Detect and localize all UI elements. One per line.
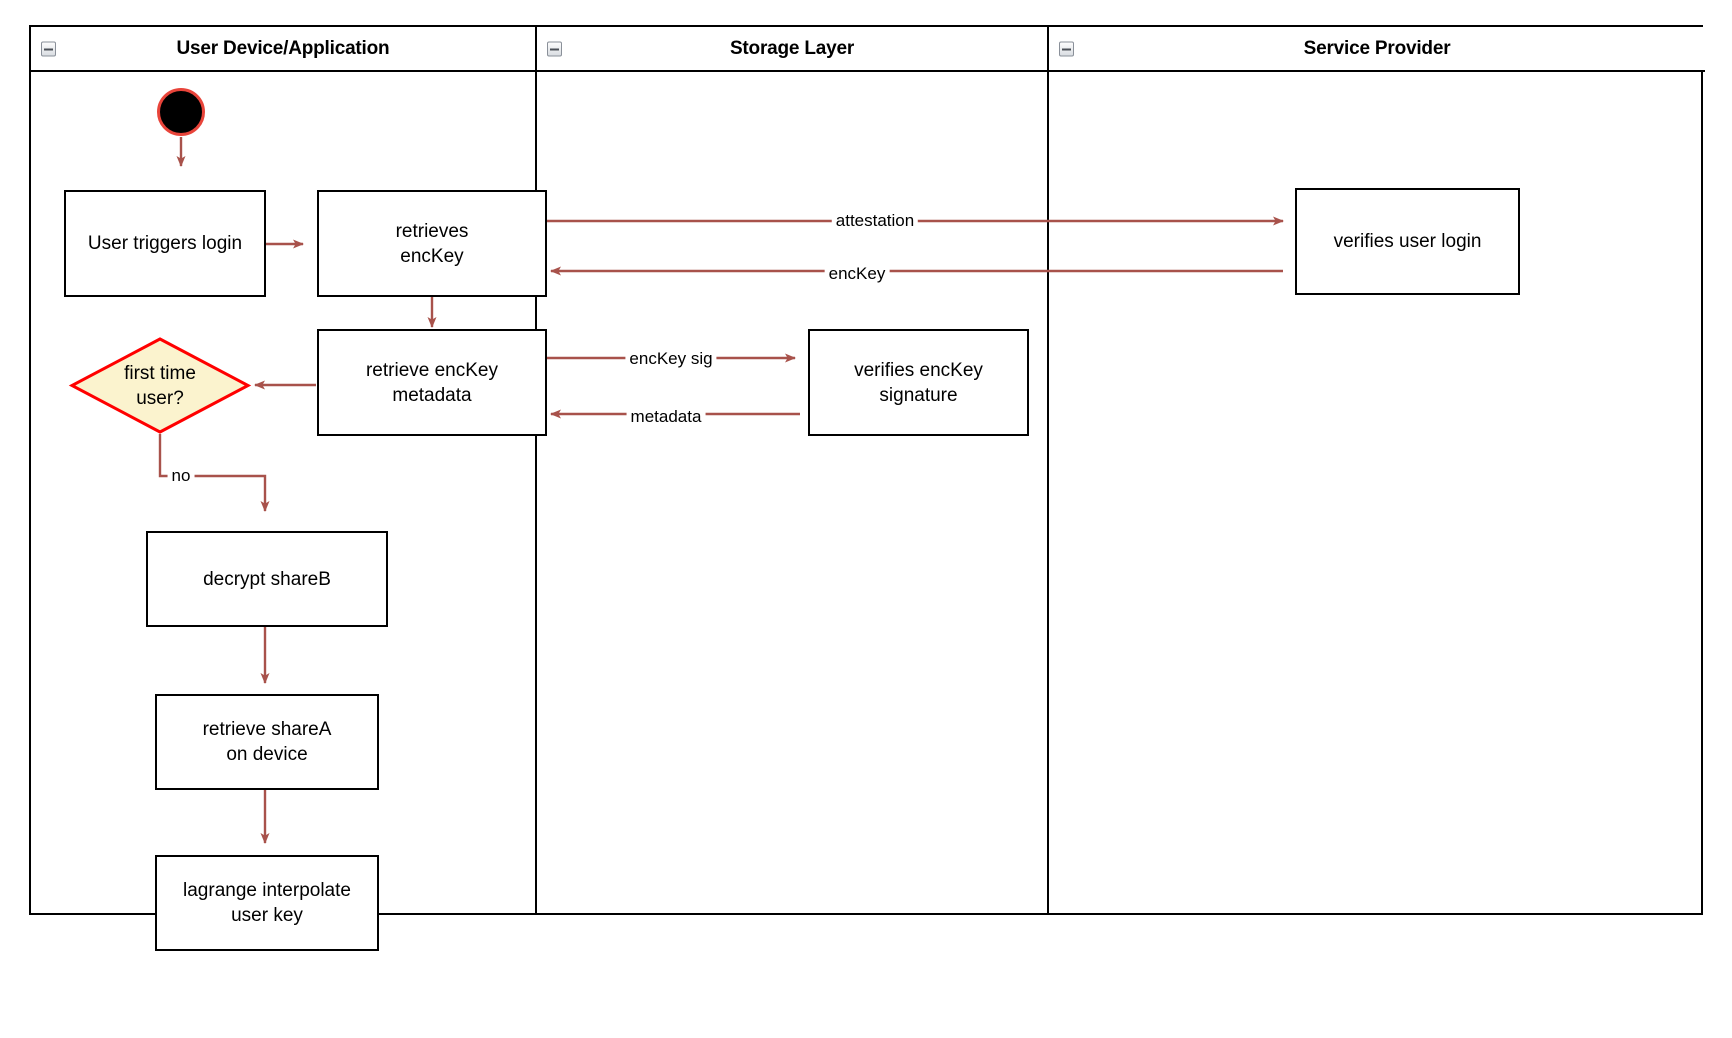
swimlane-body-storage-layer (537, 72, 1047, 913)
edge-label-enckey-sig: encKey sig (625, 350, 717, 368)
node-decrypt-shareb[interactable]: decrypt shareB (146, 531, 388, 627)
edge-label-no: no (167, 467, 195, 485)
edge-label-attestation: attestation (831, 212, 919, 230)
node-first-time-user-decision[interactable]: first time user? (68, 337, 252, 434)
swimlane-header-user-device: User Device/Application (31, 27, 535, 72)
swimlane-storage-layer[interactable]: Storage Layer (535, 27, 1047, 913)
node-retrieve-enckey-metadata[interactable]: retrieve encKey metadata (317, 329, 547, 436)
collapse-minus-icon[interactable] (547, 41, 562, 56)
swimlane-header-service-provider: Service Provider (1049, 27, 1705, 72)
collapse-minus-icon[interactable] (1059, 41, 1074, 56)
node-lagrange-interpolate-user-key[interactable]: lagrange interpolate user key (155, 855, 379, 951)
node-verifies-user-login[interactable]: verifies user login (1295, 188, 1520, 295)
node-verifies-enckey-signature[interactable]: verifies encKey signature (808, 329, 1029, 436)
start-node[interactable] (157, 88, 205, 136)
collapse-minus-icon[interactable] (41, 41, 56, 56)
swimlane-service-provider[interactable]: Service Provider (1047, 27, 1705, 913)
swimlane-title-user-device: User Device/Application (176, 37, 390, 59)
decision-label: first time user? (124, 362, 196, 409)
edge-label-metadata: metadata (626, 408, 706, 426)
edge-label-enckey: encKey (824, 265, 890, 283)
node-user-triggers-login[interactable]: User triggers login (64, 190, 266, 297)
swimlane-title-storage-layer: Storage Layer (729, 37, 855, 59)
swimlane-user-device[interactable]: User Device/Application (31, 27, 535, 913)
node-retrieve-sharea-on-device[interactable]: retrieve shareA on device (155, 694, 379, 790)
node-retrieves-enckey[interactable]: retrieves encKey (317, 190, 547, 297)
swimlane-header-storage-layer: Storage Layer (537, 27, 1047, 72)
swimlane-title-service-provider: Service Provider (1303, 37, 1451, 59)
